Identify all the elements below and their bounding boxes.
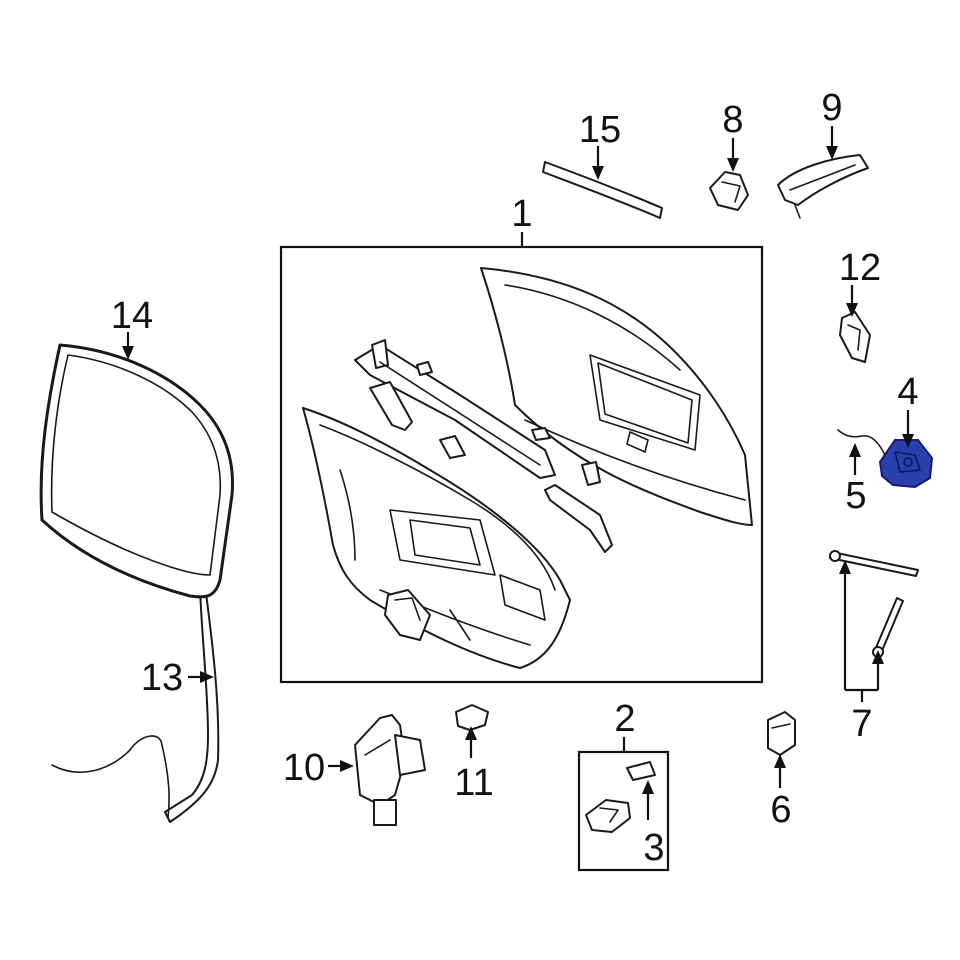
lift-support-upper — [829, 550, 919, 577]
callout-4: 4 — [897, 371, 918, 413]
liftgate-molding — [542, 161, 663, 219]
callout-1: 1 — [511, 193, 532, 235]
arrowhead-3 — [642, 780, 654, 794]
liftgate-bumper-small — [626, 761, 656, 781]
arrowhead-14 — [122, 346, 134, 360]
arrowhead-13 — [200, 671, 214, 683]
callout-13: 13 — [141, 657, 183, 699]
callout-9: 9 — [821, 87, 842, 129]
arrowhead-6 — [774, 754, 786, 768]
arrowhead-10 — [340, 760, 354, 772]
callout-14: 14 — [111, 295, 153, 337]
liftgate-small-brackets — [369, 361, 601, 641]
liftgate-lower-reinforcement — [544, 484, 613, 553]
liftgate-switch — [767, 711, 796, 756]
liftgate-inner-panel — [302, 407, 571, 669]
arrowhead-9 — [826, 146, 838, 160]
arrowhead-15 — [592, 166, 604, 180]
arrowhead-7b — [872, 650, 884, 664]
arrowhead-5 — [849, 443, 861, 457]
callout-5: 5 — [845, 475, 866, 517]
liftgate-outer-panel — [480, 267, 753, 526]
liftgate-upper-reinforcement — [354, 339, 556, 479]
callout-11: 11 — [454, 762, 493, 804]
callout-2: 2 — [614, 698, 635, 740]
arrowhead-7a — [839, 560, 851, 574]
arrowhead-4 — [902, 434, 914, 448]
liftgate-actuator-motor — [354, 714, 426, 826]
leader-line-7 — [843, 572, 880, 702]
side-trim-strip — [51, 584, 220, 823]
callout-15: 15 — [579, 109, 621, 151]
latch-rod — [837, 429, 886, 456]
arrowhead-11 — [465, 726, 477, 740]
lift-support-lower — [872, 597, 904, 658]
arrowhead-12 — [846, 303, 858, 317]
liftgate-weatherstrip — [39, 343, 234, 599]
liftgate-latch-highlighted — [878, 439, 934, 489]
callout-10: 10 — [283, 747, 325, 789]
callout-8: 8 — [722, 99, 743, 141]
callout-7: 7 — [851, 703, 872, 745]
callout-12: 12 — [839, 247, 881, 289]
liftgate-handle — [777, 154, 869, 219]
liftgate-hinge — [709, 171, 749, 211]
liftgate-bumper-large — [585, 799, 631, 833]
callout-3: 3 — [643, 827, 664, 869]
callout-6: 6 — [770, 789, 791, 831]
latch-bracket — [839, 311, 871, 363]
liftgate-sensor — [455, 704, 489, 731]
arrowhead-8 — [727, 158, 739, 172]
